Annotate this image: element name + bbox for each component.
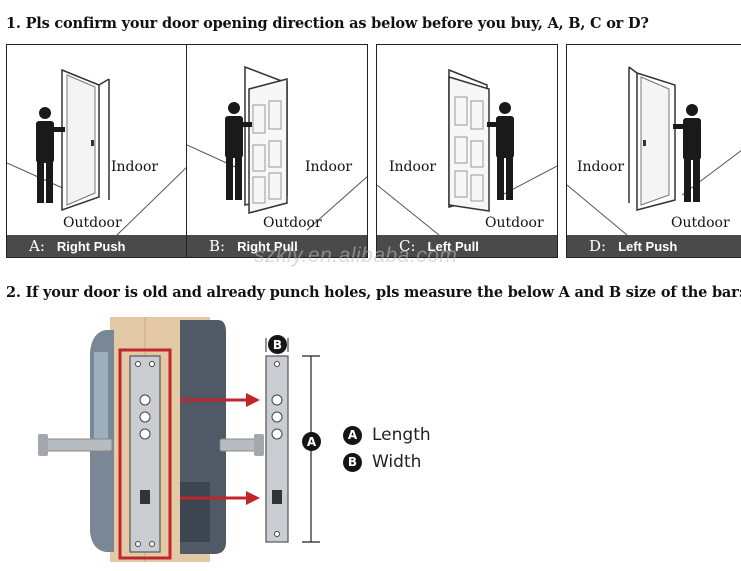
- option-letter: B:: [209, 237, 225, 255]
- faceplate: [130, 356, 160, 552]
- panel-caption: D: Left Push: [567, 235, 741, 257]
- legend-badge-b: B: [343, 453, 362, 472]
- handle-left: [42, 439, 112, 451]
- indoor-label: Indoor: [389, 159, 436, 175]
- legend-width: B Width: [343, 452, 421, 472]
- door-panel-a: Indoor Outdoor A: Right Push: [6, 44, 188, 258]
- legend-label-width: Width: [372, 452, 421, 472]
- panel-caption: A: Right Push: [7, 235, 187, 257]
- door-panel-c: Indoor Outdoor C: Left Pull: [376, 44, 558, 258]
- outdoor-label: Outdoor: [263, 215, 322, 231]
- legend-length: A Length: [343, 425, 431, 445]
- option-letter: D:: [589, 237, 606, 255]
- legend-label-length: Length: [372, 425, 431, 445]
- indoor-label: Indoor: [577, 159, 624, 175]
- badge-b-marker: B: [268, 335, 287, 354]
- section-1-heading: 1. Pls confirm your door opening directi…: [6, 15, 649, 32]
- bar-detail: [266, 356, 288, 542]
- option-letter: A:: [29, 237, 45, 255]
- indoor-label: Indoor: [111, 159, 158, 175]
- opening-direction-label: Right Push: [57, 239, 126, 254]
- door-panel-d: Indoor Outdoor D: Left Push: [566, 44, 741, 258]
- outdoor-label: Outdoor: [485, 215, 544, 231]
- lock-measurement-diagram: [30, 312, 340, 564]
- watermark: szkly.en.alibaba.com: [254, 244, 457, 268]
- indoor-label: Indoor: [305, 159, 352, 175]
- section-2-heading: 2. If your door is old and already punch…: [6, 284, 741, 301]
- outdoor-label: Outdoor: [671, 215, 730, 231]
- legend-badge-a: A: [343, 426, 362, 445]
- outdoor-label: Outdoor: [63, 215, 122, 231]
- door-panel-b: Indoor Outdoor B: Right Pull: [186, 44, 368, 258]
- badge-a-marker: A: [302, 432, 321, 451]
- opening-direction-label: Left Push: [618, 239, 677, 254]
